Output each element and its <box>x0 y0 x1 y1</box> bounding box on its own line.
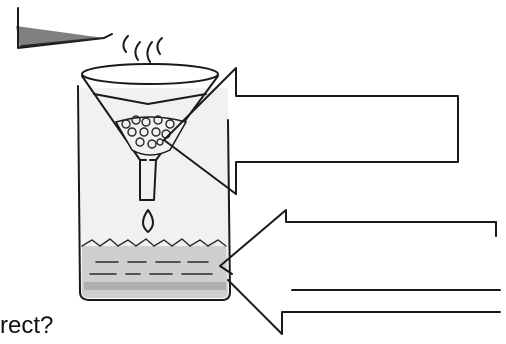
arrow-funnel <box>163 67 459 195</box>
droplets <box>122 35 163 63</box>
arrow-liquid-upper <box>219 209 497 275</box>
filter-funnel <box>81 63 219 201</box>
pouring-container <box>16 7 113 49</box>
caption-text: rect? <box>0 312 54 339</box>
filtrate-drop <box>142 209 154 233</box>
arrow-liquid-lower <box>227 279 501 335</box>
residue <box>114 115 188 156</box>
filtrate-liquid <box>81 238 228 298</box>
